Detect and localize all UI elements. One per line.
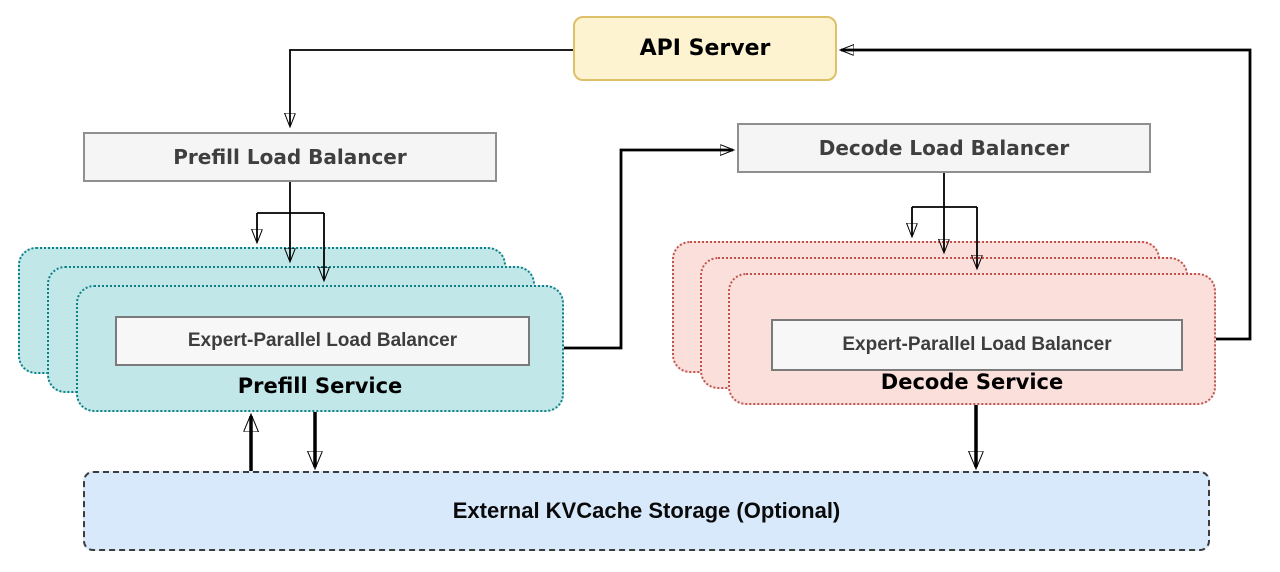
edge-api-to-prefill-lb <box>290 49 573 126</box>
decode-eplb-label: Expert-Parallel Load Balancer <box>842 334 1112 355</box>
prefill-load-balancer-label: Prefill Load Balancer <box>173 145 407 169</box>
decode-load-balancer-node: Decode Load Balancer <box>737 123 1151 173</box>
api-server-label: API Server <box>639 36 771 61</box>
edge-decode-lb-stem <box>912 173 977 208</box>
external-kvcache-storage-node: External KVCache Storage (Optional) <box>83 471 1210 551</box>
decode-service-label: Decode Service <box>880 370 1064 394</box>
api-server-node: API Server <box>573 16 837 81</box>
prefill-service-label: Prefill Service <box>237 374 403 398</box>
edge-prefill-lb-stem <box>257 182 324 214</box>
decode-expert-parallel-load-balancer: Expert-Parallel Load Balancer <box>771 319 1183 371</box>
prefill-eplb-label: Expert-Parallel Load Balancer <box>187 330 458 351</box>
prefill-expert-parallel-load-balancer: Expert-Parallel Load Balancer <box>115 316 530 366</box>
prefill-load-balancer-node: Prefill Load Balancer <box>83 132 497 182</box>
kvcache-label: External KVCache Storage (Optional) <box>452 498 841 523</box>
decode-load-balancer-label: Decode Load Balancer <box>818 136 1070 160</box>
